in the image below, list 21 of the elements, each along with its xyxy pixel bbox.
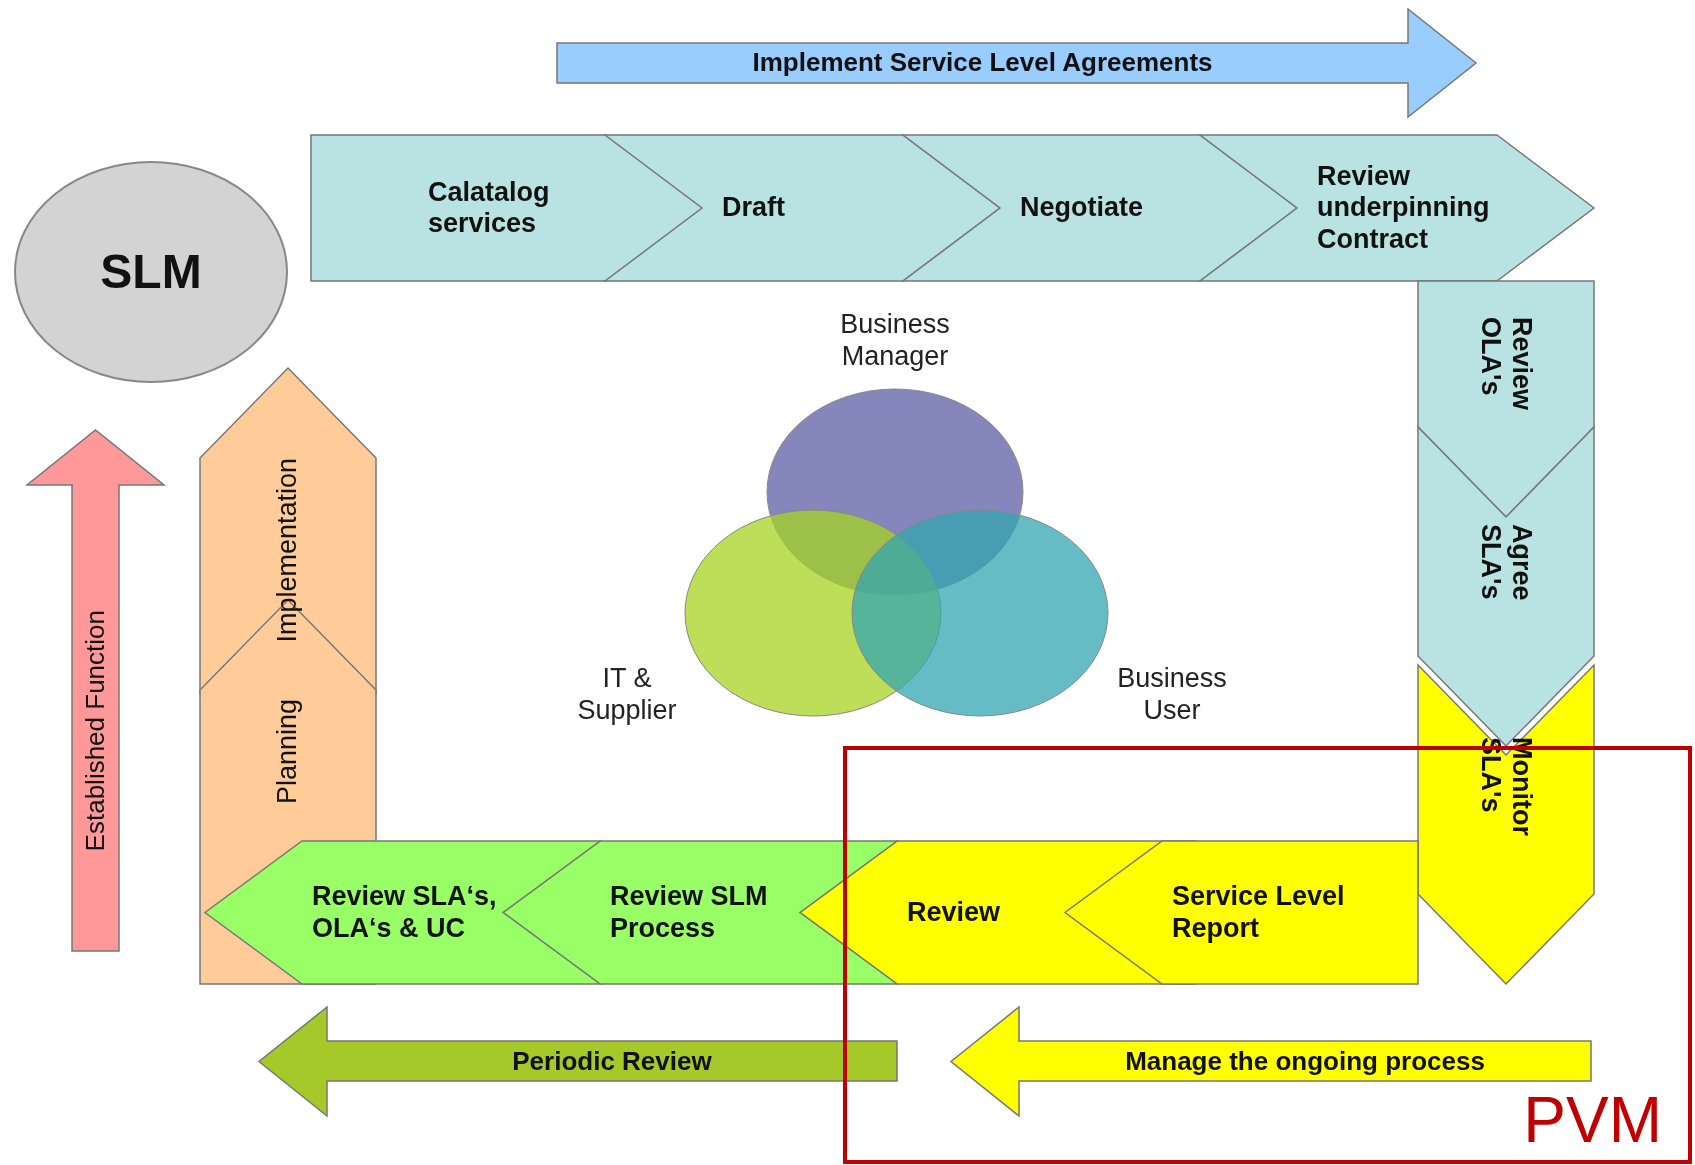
step-label: Review SLA‘s, OLA‘s & UC — [312, 881, 498, 944]
step-label: Planning — [272, 699, 304, 805]
step-label: Implement Service Level Agreements — [752, 48, 1213, 78]
step-label: Review OLA's — [1475, 316, 1538, 412]
step-label: Periodic Review — [512, 1046, 712, 1077]
step-label: Review — [907, 896, 1001, 928]
step-label: Service Level Report — [1172, 881, 1346, 944]
step-label: Calatalog services — [428, 176, 551, 240]
step-label: Review underpinning Contract — [1317, 161, 1491, 255]
step-label: Manage the ongoing process — [1125, 1046, 1485, 1077]
venn-label: Business User — [1116, 662, 1228, 727]
step-label: Agree SLA's — [1475, 524, 1538, 603]
step-label: Established Function — [80, 609, 111, 852]
venn-label: IT & Supplier — [576, 662, 678, 727]
venn-label: Business Manager — [839, 308, 951, 373]
area-label: PVM — [1523, 1084, 1662, 1158]
step-label: Draft — [722, 192, 785, 224]
step-label: Negotiate — [1020, 192, 1144, 224]
process-title: SLM — [100, 244, 202, 300]
step-label: Review SLM Process — [610, 881, 769, 944]
step-label: Implementation — [272, 457, 304, 643]
